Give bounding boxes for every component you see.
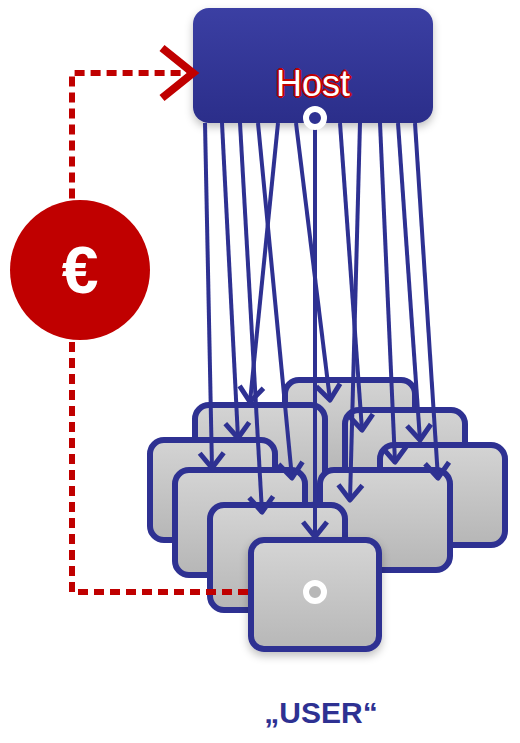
node-label: „USER“	[204, 695, 438, 731]
distribution-arrow	[296, 123, 330, 400]
distribution-arrow	[240, 123, 262, 512]
user-port-ring	[306, 583, 324, 601]
distribution-arrow	[340, 123, 362, 430]
payment-flow-arrow	[72, 73, 193, 198]
distribution-arrow	[380, 123, 395, 462]
distribution-arrow	[415, 123, 438, 478]
distribution-arrow	[205, 123, 212, 468]
host-port-ring	[306, 109, 324, 127]
distribution-arrow	[350, 123, 360, 500]
distribution-arrow	[258, 123, 292, 478]
host-box: Host	[193, 8, 433, 123]
distribution-arrow	[222, 123, 238, 438]
node-label: Host	[193, 64, 433, 104]
distribution-arrow	[250, 123, 278, 402]
payment-circle: €	[8, 198, 152, 342]
distribution-arrow	[398, 123, 420, 440]
user-box: „USER“	[248, 537, 382, 652]
node-label: €	[8, 198, 152, 342]
payment-flow-line	[72, 342, 248, 592]
distribution-arrow	[313, 123, 317, 537]
